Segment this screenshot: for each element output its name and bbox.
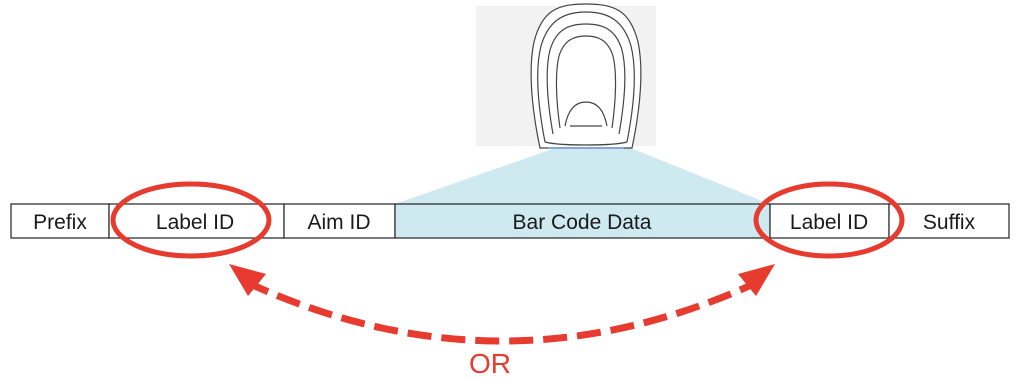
arrowhead-left-icon [229,264,266,296]
segment-label-id-2-label: Label ID [790,211,868,234]
segment-bar-code-data-label: Bar Code Data [513,211,652,234]
segment-aim-id-box [283,203,396,239]
segment-bar-code-data-box [394,203,771,239]
arrowhead-right-icon [738,264,775,296]
segment-label-id-label: Label ID [156,211,234,234]
segment-prefix-box [10,203,110,239]
segment-suffix-label: Suffix [923,211,976,234]
scan-beam [395,147,770,204]
segment-label-id-box [108,203,285,239]
barcode-scanner-icon [530,3,642,149]
or-label: OR [469,348,511,379]
alternative-dashed-arrow [244,278,760,345]
segment-aim-id-label: Aim ID [308,211,371,234]
highlight-ellipse-right [753,181,905,259]
segment-prefix-label: Prefix [33,211,87,234]
segment-suffix-box [888,203,1010,239]
highlight-ellipse-left [110,181,272,259]
data-format-bar: Prefix Label ID Aim ID Bar Code Data Lab… [10,203,1010,239]
